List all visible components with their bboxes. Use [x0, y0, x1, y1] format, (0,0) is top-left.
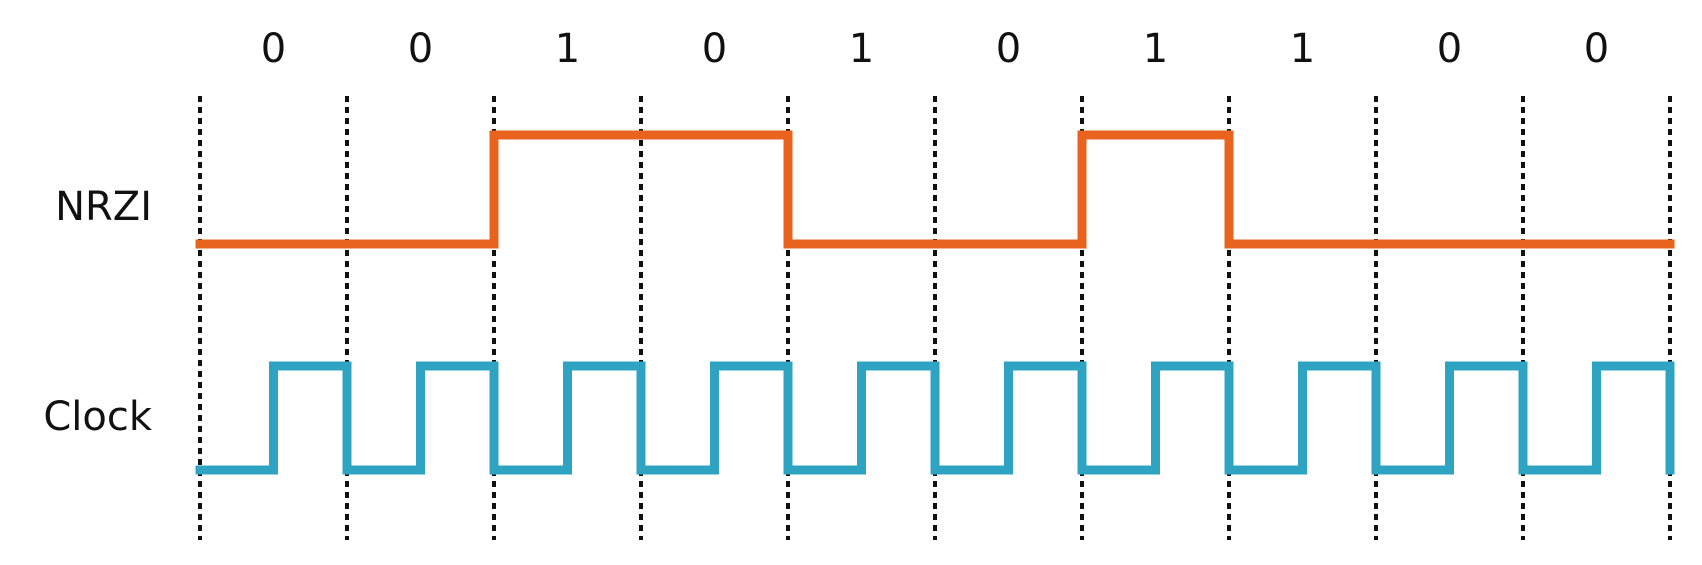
bit-value-label: 0 [408, 26, 433, 72]
bit-value-label: 0 [261, 26, 286, 72]
nrzi-signal-waveform [195, 130, 1675, 249]
bit-value-label: 1 [1143, 26, 1168, 72]
bit-value-label: 1 [1290, 26, 1315, 72]
bit-value-labels: 0 0 1 0 1 0 1 1 0 0 [261, 26, 1609, 72]
bit-value-label: 0 [1584, 26, 1609, 72]
bit-value-label: 1 [849, 26, 874, 72]
clock-signal-waveform [195, 361, 1675, 475]
clock-row-label: Clock [43, 394, 153, 440]
bit-value-label: 0 [702, 26, 727, 72]
bit-value-label: 0 [1437, 26, 1462, 72]
bit-boundary-lines [198, 96, 1672, 540]
nrzi-row-label: NRZI [55, 184, 152, 230]
bit-value-label: 1 [555, 26, 580, 72]
bit-value-label: 0 [996, 26, 1021, 72]
